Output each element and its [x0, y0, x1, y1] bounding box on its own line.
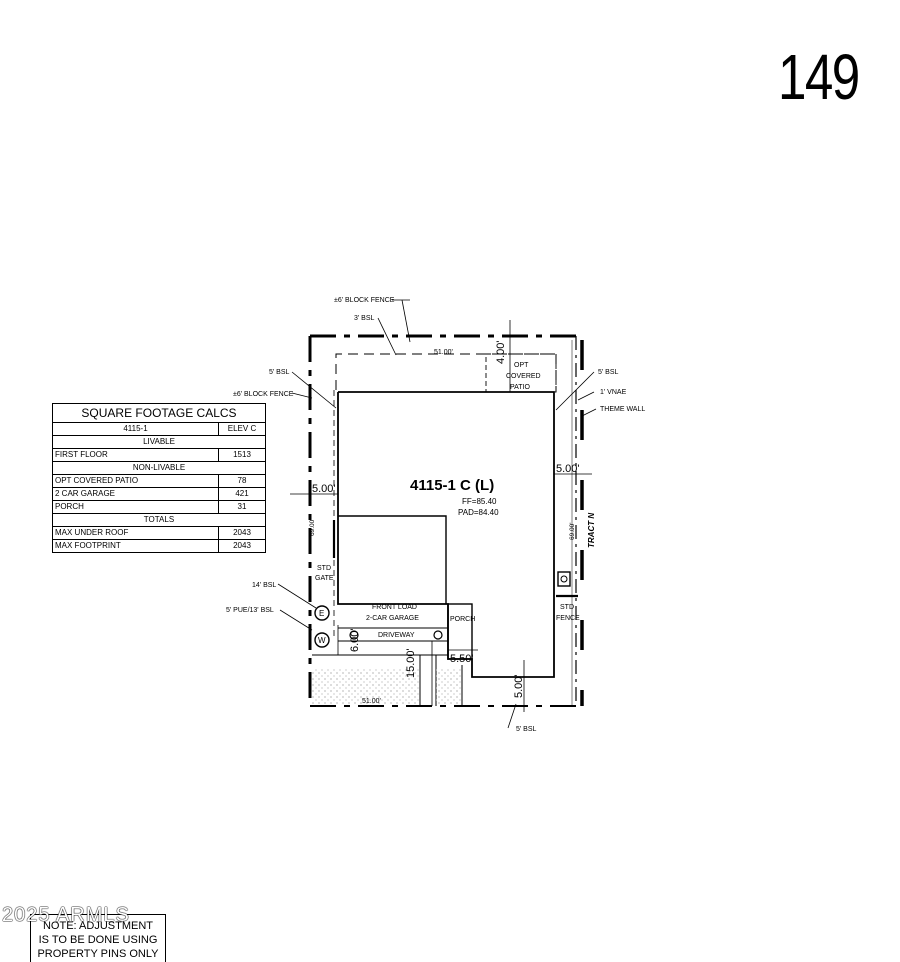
label-opt-1: OPT — [514, 362, 529, 369]
note-line-1: NOTE: ADJUSTMENT — [42, 920, 153, 932]
watermark: 2025 ARMLS — [2, 904, 130, 926]
label-std-fence-2: FENCE — [556, 615, 580, 622]
note-line-2: IS TO BE DONE USING — [38, 934, 158, 946]
garage-outline — [338, 515, 447, 604]
label-driveway: DRIVEWAY — [378, 632, 415, 639]
label-tract: TRACT N — [587, 513, 596, 548]
label-block-fence-left: ±6' BLOCK FENCE — [233, 391, 294, 398]
footprint-value: 2043 — [218, 539, 266, 553]
label-dim-5-bottom: 5.00' — [513, 674, 525, 698]
leader-vnae — [577, 391, 595, 401]
label-std-fence-1: STD — [560, 604, 574, 611]
label-opt-3: PATIO — [510, 384, 531, 391]
label-dim-top: 51.00' — [434, 349, 453, 356]
water-meter-icon — [314, 632, 330, 648]
hydrant-icon — [349, 630, 359, 640]
leader-bsl-3 — [377, 317, 397, 356]
label-std-gate-1: STD — [317, 565, 331, 572]
porch-box — [447, 603, 473, 660]
label-dim-4: 4.00' — [495, 340, 507, 364]
leader-bsl-14 — [277, 583, 317, 609]
ff-label: FF=85.40 — [462, 497, 497, 506]
landscape-area-2 — [436, 668, 462, 704]
landscape-area — [312, 668, 420, 704]
leader-pue — [279, 609, 313, 631]
leader-theme-wall — [581, 408, 597, 417]
label-dim-5-right: 5.00' — [556, 463, 580, 475]
label-theme-wall: THEME WALL — [600, 406, 645, 413]
label-bsl-5-right: 5' BSL — [598, 369, 619, 376]
label-porch: PORCH — [450, 616, 475, 623]
leader-bsl-5-right — [555, 371, 595, 411]
label-bsl-14: 14' BSL — [252, 582, 276, 589]
label-std-gate-2: GATE — [315, 575, 334, 582]
hose-bib-icon — [433, 630, 443, 640]
label-vnae: 1' VNAE — [600, 389, 627, 396]
utility-box-dot-icon — [560, 575, 568, 583]
covered-patio — [485, 353, 557, 393]
water-meter-label: W — [318, 636, 326, 645]
electric-meter-label: E — [319, 609, 324, 618]
label-bsl-3: 3' BSL — [354, 315, 375, 322]
label-garage-2: 2-CAR GARAGE — [366, 615, 419, 622]
label-block-fence-top: ±6' BLOCK FENCE — [334, 297, 395, 304]
lot-number: 149 — [778, 41, 860, 113]
adjustment-note: NOTE: ADJUSTMENT IS TO BE DONE USING PRO… — [30, 914, 166, 962]
label-pue: 5' PUE/13' BSL — [226, 607, 274, 614]
patio-value: 78 — [218, 474, 266, 488]
label-opt-2: COVERED — [506, 373, 541, 380]
leader-bsl-5-left — [291, 371, 337, 409]
label-dim-6: 6.00' — [349, 628, 361, 652]
label-bsl-5-left: 5' BSL — [269, 369, 290, 376]
leader-bsl-5-bottom — [507, 703, 517, 729]
label-dim-depth-left: 69.00' — [309, 518, 316, 536]
electric-meter-icon — [314, 605, 330, 621]
label-dim-5-left: 5.00' — [312, 483, 336, 495]
label-dim-15: 15.00' — [405, 648, 417, 678]
square-footage-table: SQUARE FOOTAGE CALCS 4115-1 ELEV C LIVAB… — [52, 403, 266, 553]
note-line-3: PROPERTY PINS ONLY — [37, 948, 159, 960]
leader-block-fence-top-2 — [401, 299, 411, 343]
pad-label: PAD=84.40 — [458, 508, 499, 517]
label-dim-550: 5.50' — [450, 653, 474, 665]
under-roof-value: 2043 — [218, 526, 266, 540]
label-dim-bottom: 51.00' — [362, 698, 381, 705]
label-garage-1: FRONT LOAD — [372, 604, 417, 611]
leader-block-fence-left — [291, 392, 313, 399]
label-dim-depth-right: 69.00' — [569, 522, 576, 540]
label-bsl-5-bottom: 5' BSL — [516, 726, 537, 733]
house-label: 4115-1 C (L) — [410, 477, 494, 494]
